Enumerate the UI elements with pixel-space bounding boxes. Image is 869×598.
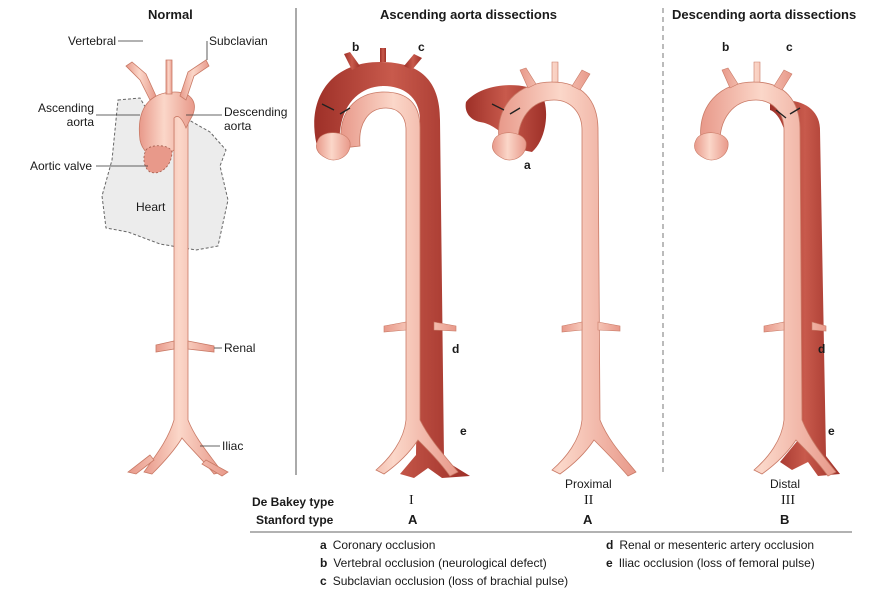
normal-carotid	[165, 59, 173, 95]
legend-key: a	[320, 538, 327, 552]
panel-iii-aorta	[700, 81, 837, 477]
panel-i-branch-c	[404, 54, 422, 70]
legend-text: Subclavian occlusion (loss of brachial p…	[332, 574, 569, 588]
stanford-type-iii: B	[780, 512, 790, 527]
label-vertebral: Vertebral	[68, 34, 117, 48]
panel-iii-dissection	[770, 100, 840, 477]
panel-i-tear-arrow	[321, 103, 351, 115]
label-proximal: Proximal	[565, 477, 612, 491]
legend-item-c: c Subclavian occlusion (loss of brachial …	[320, 574, 568, 588]
panel-i-renal	[383, 321, 457, 333]
panel-i-dissection-outer	[314, 62, 470, 478]
panel-iii-branches	[721, 61, 793, 91]
header-normal: Normal	[148, 7, 193, 22]
panel-i-coronary-root	[316, 132, 351, 161]
panel-debakey-ii	[465, 61, 637, 477]
label-subclavian: Subclavian	[209, 34, 268, 48]
normal-iliac-branches	[127, 454, 229, 477]
label-ascending-aorta: Ascending aorta	[37, 101, 94, 129]
panel-debakey-i	[314, 48, 470, 478]
panel-i-letter-e: e	[460, 424, 467, 438]
legend-key: b	[320, 556, 328, 570]
panel-iii-letter-c: c	[786, 40, 793, 54]
header-descending: Descending aorta dissections	[672, 7, 857, 22]
panel-ii-coronary-root	[492, 132, 527, 161]
normal-aortic-root	[143, 145, 173, 174]
panel-ii-renal	[561, 321, 621, 333]
panel-iii-letter-e: e	[828, 424, 835, 438]
header-ascending: Ascending aorta dissections	[380, 7, 557, 22]
legend-key: c	[320, 574, 327, 588]
normal-brachiocephalic	[125, 61, 157, 101]
legend-item-b: b Vertebral occlusion (neurological defec…	[320, 556, 547, 570]
debakey-type-ii: II	[584, 493, 594, 508]
panel-iii-letter-b: b	[722, 40, 730, 54]
legend-item-e: e Iliac occlusion (loss of femoral pulse)	[606, 556, 815, 570]
panel-i-branch-b	[344, 52, 360, 70]
panel-iii-tear-arrow	[775, 107, 801, 119]
panel-ii-aorta	[498, 81, 637, 477]
debakey-type-i: I	[409, 493, 414, 508]
debakey-type-iii: III	[781, 493, 795, 508]
stanford-type-label: Stanford type	[256, 513, 334, 527]
legend-text: Renal or mesenteric artery occlusion	[619, 538, 815, 552]
panel-ii-tear-arrow	[491, 103, 521, 115]
legend-text: Iliac occlusion (loss of femoral pulse)	[618, 556, 815, 570]
panel-iii-letter-d: d	[818, 342, 826, 356]
legend-text: Coronary occlusion	[332, 538, 436, 552]
legend-key: d	[606, 538, 614, 552]
panel-i-branch-mid	[380, 48, 386, 62]
panel-i-letter-c: c	[418, 40, 425, 54]
panel-iii-renal	[763, 321, 827, 333]
legend-item-a: a Coronary occlusion	[320, 538, 435, 552]
panel-i-letter-d: d	[452, 342, 460, 356]
normal-renal-branches	[155, 340, 215, 353]
panel-i-true-lumen	[340, 91, 459, 477]
label-distal: Distal	[770, 477, 801, 491]
panel-ii-branches	[519, 61, 591, 91]
panel-i-letter-b: b	[352, 40, 360, 54]
label-renal: Renal	[224, 341, 256, 355]
heart-shape	[101, 97, 229, 251]
legend-key: e	[606, 556, 613, 570]
label-descending-aorta: Descending aorta	[224, 105, 288, 133]
panel-iii-coronary-root	[694, 132, 729, 161]
legend-text: Vertebral occlusion (neurological defect…	[333, 556, 547, 570]
stanford-type-i: A	[408, 512, 418, 527]
normal-subclavian-branch	[179, 59, 210, 101]
label-aortic-valve: Aortic valve	[30, 159, 93, 173]
normal-panel	[96, 40, 229, 477]
debakey-type-label: De Bakey type	[252, 495, 335, 509]
label-iliac: Iliac	[222, 439, 244, 453]
panel-ii-letter-a: a	[524, 158, 531, 172]
panel-debakey-iii	[694, 61, 840, 477]
label-heart: Heart	[136, 200, 166, 214]
legend-item-d: d Renal or mesenteric artery occlusion	[606, 538, 814, 552]
stanford-type-ii: A	[583, 512, 593, 527]
